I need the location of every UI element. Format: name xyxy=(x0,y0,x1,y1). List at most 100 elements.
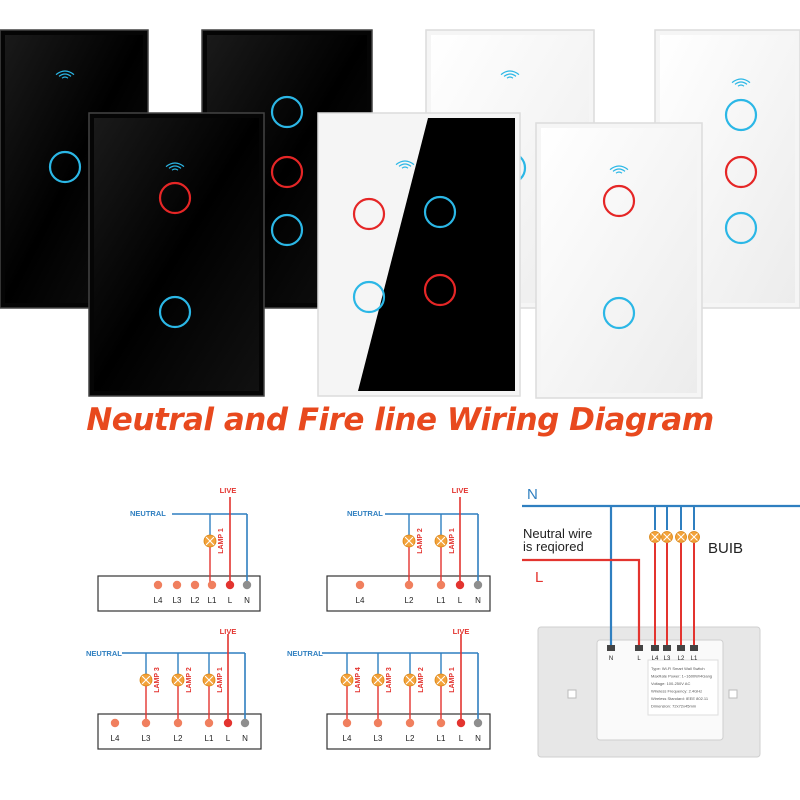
mount-hole xyxy=(567,689,577,699)
live-label: LIVE xyxy=(452,486,469,495)
module-label-line: Type: Wi-Fi Smart Wall Switch xyxy=(651,666,705,671)
module-terminal-label: L xyxy=(637,656,641,662)
terminal-dot xyxy=(456,718,466,728)
lamp-icon: LAMP 1 xyxy=(203,528,225,554)
module-terminal xyxy=(635,645,643,651)
terminal-dot xyxy=(153,580,163,590)
terminal-label: L xyxy=(458,596,463,605)
neutral-label: NEUTRAL xyxy=(287,649,323,658)
module-label-sticker xyxy=(647,659,719,716)
wifi-indicator-icon xyxy=(165,162,185,171)
live-main-wire xyxy=(522,558,641,645)
terminal-dot xyxy=(204,718,214,728)
lamp-icon: LAMP 2 xyxy=(171,667,193,693)
lamp-label: LAMP 1 xyxy=(218,528,225,554)
module-label-line: Voltage: 100-250V AC xyxy=(651,681,690,686)
terminal-label: L1 xyxy=(437,734,446,743)
lamp-icon: LAMP 1 xyxy=(202,667,224,693)
terminal-label: L2 xyxy=(406,734,415,743)
touch-button xyxy=(423,273,457,307)
terminal-label: L3 xyxy=(142,734,151,743)
terminal-label: L4 xyxy=(343,734,352,743)
lamp-label: LAMP 2 xyxy=(186,667,193,693)
bulb-icon xyxy=(661,531,673,543)
terminal-label: N xyxy=(475,596,481,605)
terminal-label: L xyxy=(226,734,231,743)
bulb-icon xyxy=(675,531,687,543)
module-terminal xyxy=(677,645,685,651)
module-label-line: Wireless Frequency: 2.4GHz xyxy=(651,689,702,694)
module-terminal-label: N xyxy=(609,656,613,662)
wifi-indicator-icon xyxy=(395,160,415,169)
touch-button xyxy=(352,280,386,314)
lamp-icon: LAMP 1 xyxy=(434,528,456,554)
terminal-label: L1 xyxy=(205,734,214,743)
touch-button xyxy=(48,150,82,184)
switch-terminal-box xyxy=(97,575,261,612)
terminal-label: L2 xyxy=(174,734,183,743)
switch-black-2gang-front xyxy=(88,112,265,397)
lamp-label: LAMP 3 xyxy=(386,667,393,693)
terminal-dot xyxy=(207,580,217,590)
neutral-note-line2: is reqiored xyxy=(523,539,584,554)
terminal-dot xyxy=(110,718,120,728)
terminal-label: L3 xyxy=(173,596,182,605)
neutral-label: NEUTRAL xyxy=(86,649,122,658)
lamp-icon: LAMP 2 xyxy=(403,667,425,693)
terminal-label: L1 xyxy=(437,596,446,605)
terminal-label: L2 xyxy=(405,596,414,605)
touch-button xyxy=(724,211,758,245)
terminal-label: L xyxy=(228,596,233,605)
module-terminal xyxy=(690,645,698,651)
module-label-line: Dimension: 72x72x45mm xyxy=(651,704,697,709)
touch-button xyxy=(158,181,192,215)
terminal-dot xyxy=(225,580,235,590)
neutral-n-label: N xyxy=(527,486,538,503)
module-terminal xyxy=(651,645,659,651)
terminal-dot xyxy=(404,580,414,590)
terminal-label: N xyxy=(242,734,248,743)
terminal-dot xyxy=(455,580,465,590)
lamp-label: LAMP 3 xyxy=(154,667,161,693)
terminal-dot xyxy=(223,718,233,728)
terminal-label: L1 xyxy=(208,596,217,605)
diagram-title: Neutral and Fire line Wiring Diagram xyxy=(86,402,714,438)
module-terminal-label: L2 xyxy=(678,656,685,662)
switch-split-4gang-front xyxy=(317,112,521,397)
live-label: LIVE xyxy=(220,627,237,636)
terminal-dot xyxy=(172,580,182,590)
touch-button xyxy=(724,155,758,189)
live-l-label: L xyxy=(535,569,543,586)
wifi-indicator-icon xyxy=(731,78,751,87)
touch-button xyxy=(602,296,636,330)
touch-button xyxy=(724,98,758,132)
lamp-label: LAMP 4 xyxy=(355,667,362,693)
terminal-dot xyxy=(173,718,183,728)
module-label-line: Wireless Standard: IEEE 802.11 xyxy=(651,696,709,701)
lamp-icon: LAMP 3 xyxy=(371,667,393,693)
terminal-dot xyxy=(473,718,483,728)
lamp-icon: LAMP 3 xyxy=(139,667,161,693)
switch-white-2gang-front xyxy=(535,122,703,399)
terminal-label: N xyxy=(475,734,481,743)
touch-button xyxy=(423,195,457,229)
terminal-label: N xyxy=(244,596,250,605)
neutral-note-line1: Neutral wire xyxy=(523,526,592,541)
terminal-label: L4 xyxy=(154,596,163,605)
terminal-label: L xyxy=(459,734,464,743)
terminal-dot xyxy=(242,580,252,590)
module-terminal xyxy=(607,645,615,651)
terminal-label: L4 xyxy=(111,734,120,743)
touch-button xyxy=(602,184,636,218)
lamp-label: LAMP 1 xyxy=(449,667,456,693)
lamp-label: LAMP 1 xyxy=(217,667,224,693)
switch-glass xyxy=(541,128,697,393)
touch-button xyxy=(270,155,304,189)
switch-glass-black-half xyxy=(358,118,515,391)
module-label-line: MaxRate Power: 1~1600W/4Gang xyxy=(651,674,712,679)
wifi-indicator-icon xyxy=(55,70,75,79)
wifi-indicator-icon xyxy=(609,165,629,174)
